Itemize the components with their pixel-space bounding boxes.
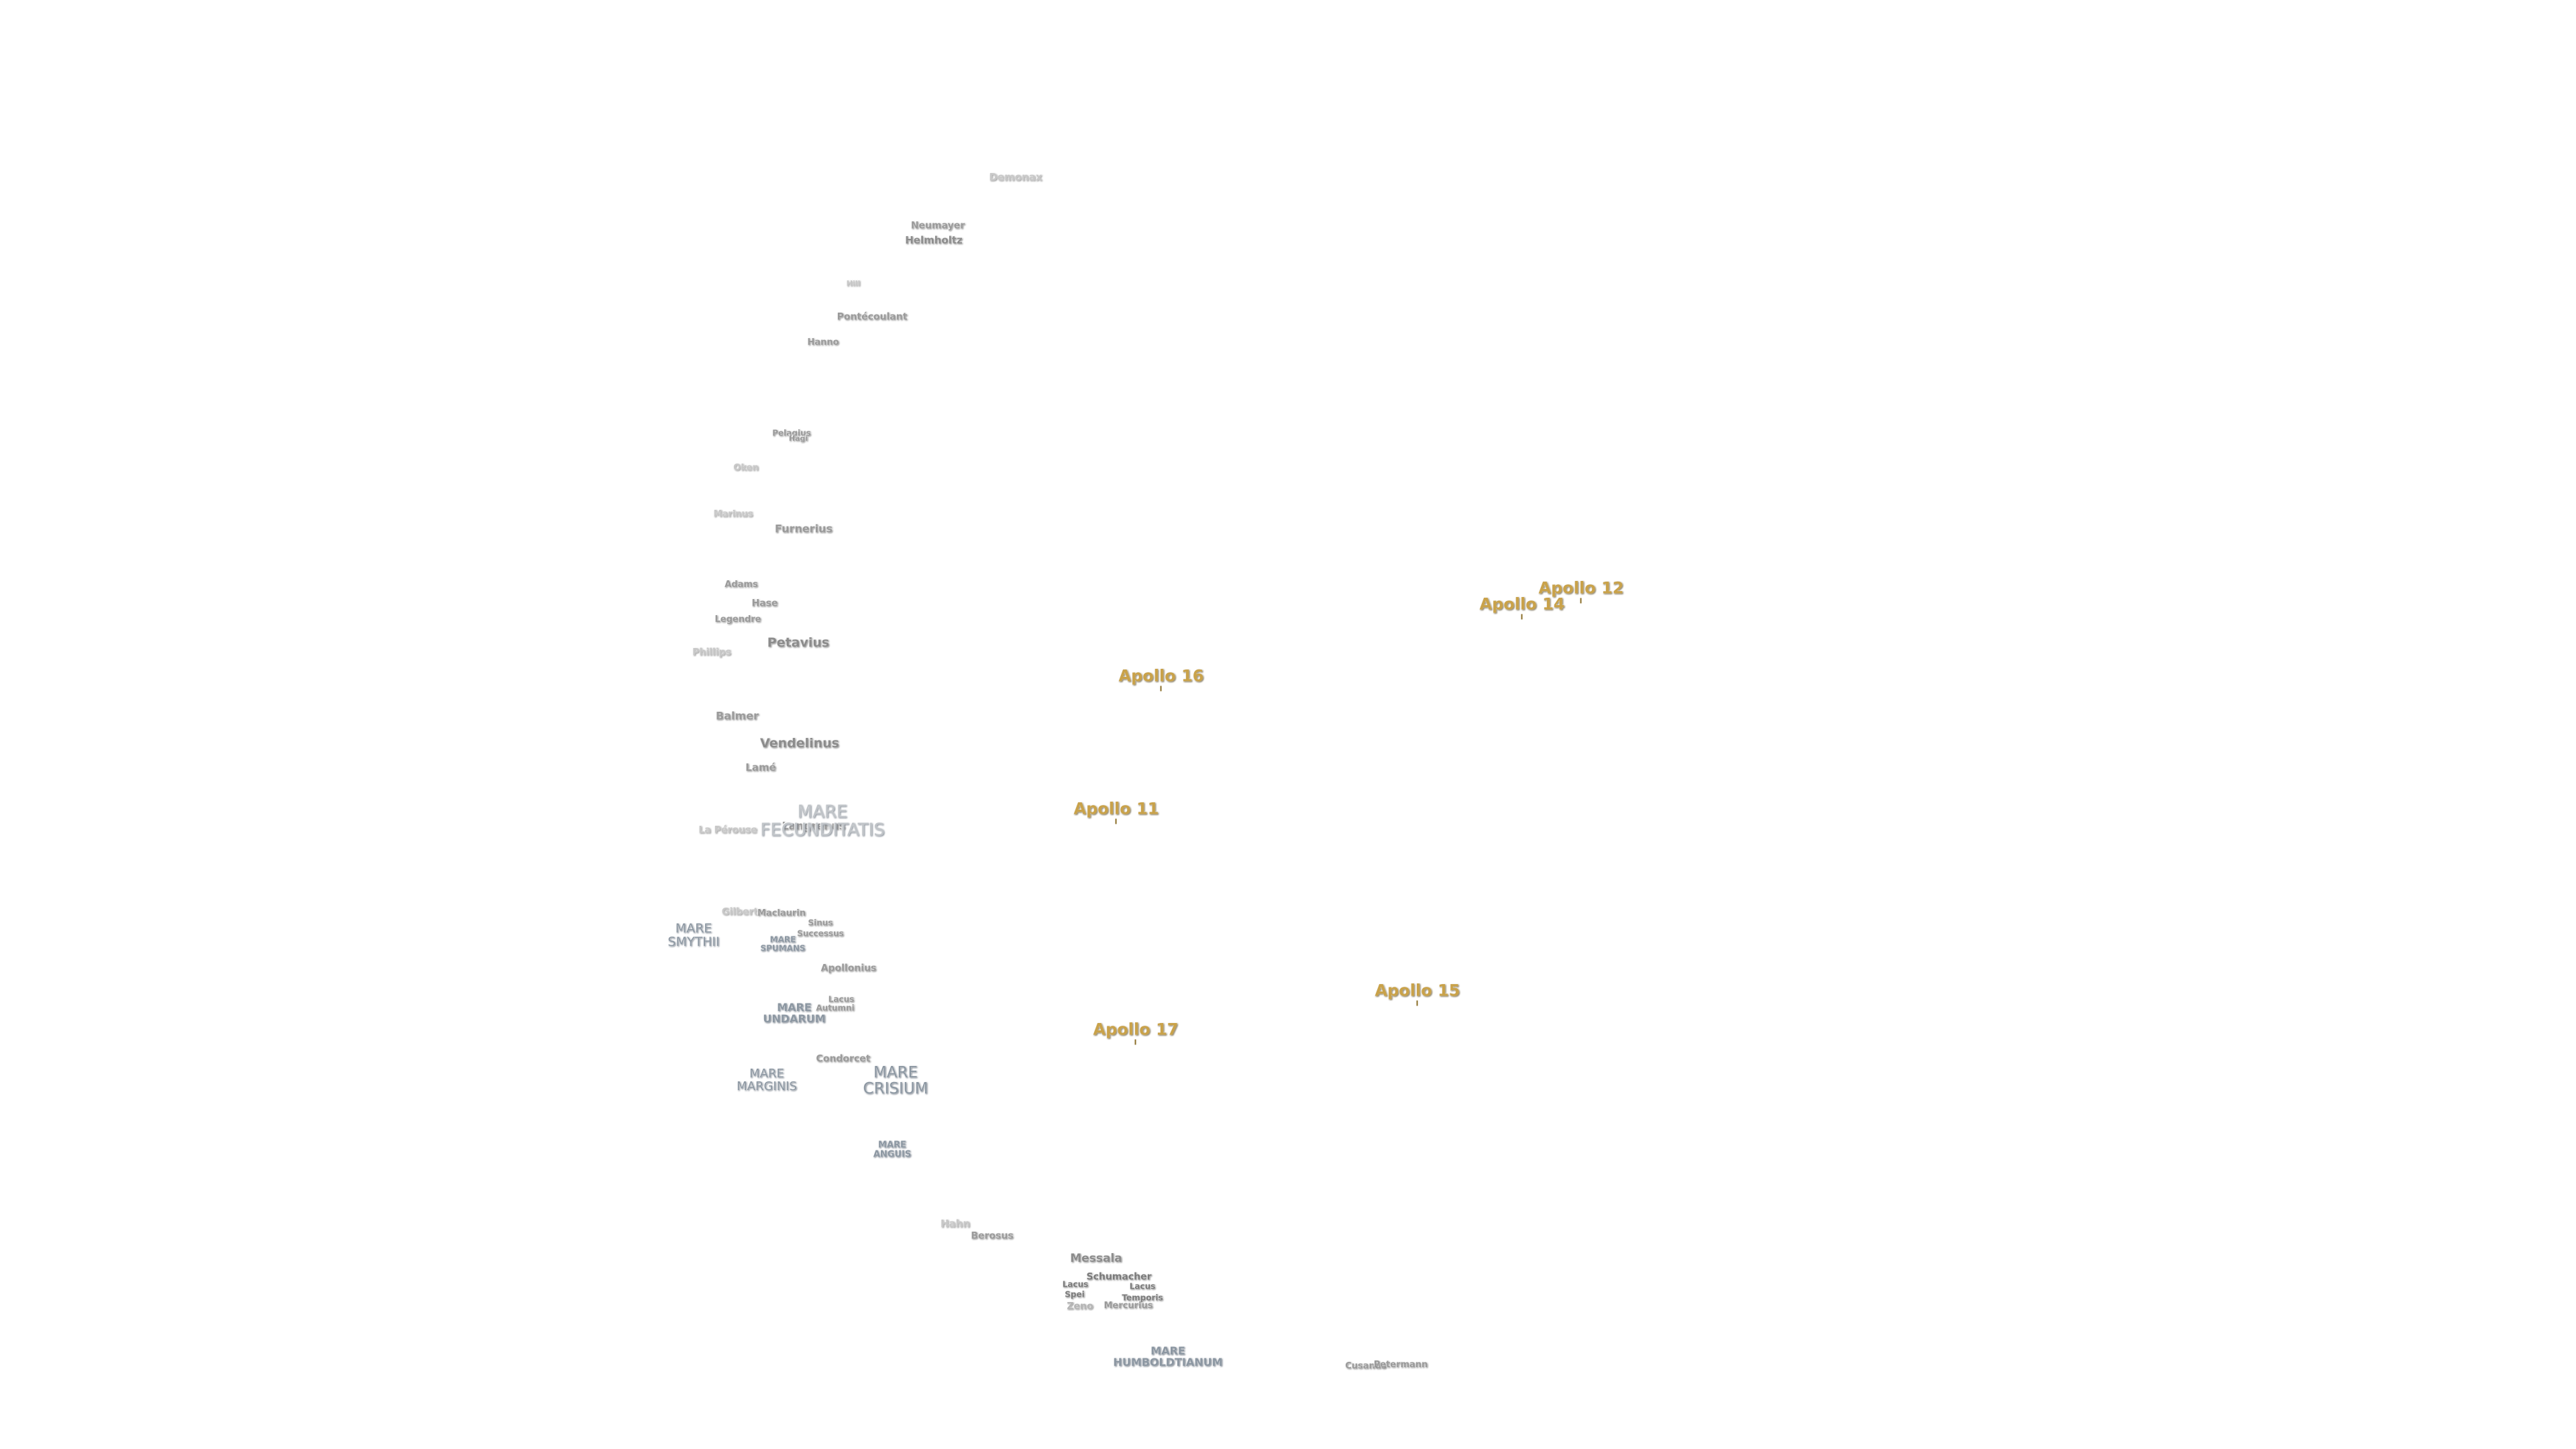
crater-label-langrenus[interactable]: Langrenus <box>782 819 846 833</box>
crater-label-helmholtz[interactable]: Helmholtz <box>905 234 963 247</box>
mare-label-humboldtianum[interactable]: MARE HUMBOLDTIANUM <box>1113 1344 1223 1368</box>
crater-label-pelagius[interactable]: Pelagius <box>772 428 811 438</box>
mare-label-line: SMYTHII <box>667 934 720 949</box>
crater-label-successus[interactable]: Successus <box>797 928 844 938</box>
crater-label-cusanus[interactable]: Cusanus <box>1345 1361 1387 1372</box>
crater-label-adams[interactable]: Adams <box>724 580 758 590</box>
crater-label-schumacher[interactable]: Schumacher <box>1086 1271 1152 1283</box>
apollo-17-label[interactable]: Apollo 17 <box>1093 1020 1179 1045</box>
crater-label-petermann[interactable]: Petermann <box>1373 1360 1428 1371</box>
landing-site-marker-icon <box>1135 1039 1136 1045</box>
crater-label-vendelinus[interactable]: Vendelinus <box>760 736 839 751</box>
mare-label-line: UNDARUM <box>763 1012 826 1025</box>
crater-label-furnerius[interactable]: Furnerius <box>775 522 833 535</box>
mare-label-line: SPUMANS <box>760 943 806 953</box>
crater-label-phillips[interactable]: Phillips <box>692 647 731 658</box>
crater-label-hahn[interactable]: Hahn <box>940 1218 971 1230</box>
mare-label-line: MARE <box>749 1067 784 1081</box>
crater-label-marinus[interactable]: Marinus <box>713 509 753 520</box>
crater-label-lacus-b[interactable]: Autumni <box>816 1003 855 1013</box>
mare-label-undarum[interactable]: MARE UNDARUM <box>763 1002 825 1025</box>
apollo-12-text: Apollo 12 <box>1538 578 1624 598</box>
landing-site-marker-icon <box>1417 1000 1418 1006</box>
crater-label-apollonius[interactable]: Apollonius <box>820 963 877 974</box>
apollo-17-text: Apollo 17 <box>1093 1020 1179 1039</box>
mare-label-line: MARE <box>873 1063 918 1081</box>
crater-label-maclaurin[interactable]: Maclaurin <box>757 908 806 919</box>
crater-label-zeno[interactable]: Zeno <box>1067 1301 1093 1312</box>
apollo-14-label[interactable]: Apollo 14 <box>1479 594 1565 620</box>
crater-label-pontecoulant[interactable]: Pontécoulant <box>837 311 908 323</box>
crater-label-demonax[interactable]: Demonax <box>989 171 1042 184</box>
crater-label-sinus[interactable]: Sinus <box>808 918 833 928</box>
landing-site-marker-icon <box>1580 598 1582 604</box>
crater-label-messala[interactable]: Messala <box>1070 1252 1122 1266</box>
crater-label-lacus-a[interactable]: Lacus <box>828 994 855 1004</box>
crater-label-lacus-c[interactable]: Lacus <box>1062 1279 1089 1289</box>
mare-label-line: MARE <box>797 802 848 822</box>
apollo-15-label[interactable]: Apollo 15 <box>1375 981 1460 1006</box>
landing-site-marker-icon <box>1161 686 1162 692</box>
mare-label-spumans[interactable]: MARE SPUMANS <box>760 935 805 952</box>
apollo-14-text: Apollo 14 <box>1479 594 1565 614</box>
mare-label-smythii[interactable]: MARE SMYTHII <box>667 922 719 949</box>
crater-label-balmer[interactable]: Balmer <box>716 709 759 722</box>
crater-label-lacus-d[interactable]: Lacus <box>1129 1281 1156 1291</box>
mare-label-crisium[interactable]: MARE CRISIUM <box>863 1065 928 1097</box>
apollo-11-text: Apollo 11 <box>1073 799 1159 818</box>
landing-site-marker-icon <box>1116 818 1117 824</box>
crater-label-petavius[interactable]: Petavius <box>767 635 830 651</box>
crater-label-neumayer[interactable]: Neumayer <box>910 220 965 231</box>
mare-label-line: ANGUIS <box>873 1149 912 1159</box>
crater-label-hagi[interactable]: Hagi <box>788 434 808 443</box>
crater-label-spei[interactable]: Spei <box>1065 1289 1085 1299</box>
apollo-16-label[interactable]: Apollo 16 <box>1118 666 1204 692</box>
crater-label-hase[interactable]: Hase <box>751 598 778 609</box>
mare-label-line: FECUNDITATIS <box>760 820 885 841</box>
crater-label-hill[interactable]: Hill <box>846 279 861 288</box>
mare-label-line: MARE <box>777 1001 812 1014</box>
mare-label-line: MARE <box>675 921 712 936</box>
mare-label-line: MARE <box>1150 1344 1185 1358</box>
mare-label-line: MARE <box>878 1140 906 1150</box>
mare-label-anguis[interactable]: MARE ANGUIS <box>873 1140 911 1159</box>
apollo-15-text: Apollo 15 <box>1375 981 1460 1000</box>
landing-site-marker-icon <box>1521 614 1523 620</box>
apollo-12-label[interactable]: Apollo 12 <box>1538 578 1624 604</box>
mare-label-line: MARGINIS <box>737 1079 797 1093</box>
mare-label-fecunditatis[interactable]: MARE FECUNDITATIS <box>760 802 885 841</box>
crater-label-mercurius[interactable]: Mercurius <box>1104 1301 1153 1311</box>
mare-label-line: MARE <box>769 934 796 945</box>
crater-label-hanno[interactable]: Hanno <box>807 337 839 348</box>
crater-label-oken[interactable]: Oken <box>733 463 759 474</box>
crater-label-condorcet[interactable]: Condorcet <box>816 1053 871 1065</box>
crater-label-legendre[interactable]: Legendre <box>714 614 761 625</box>
crater-label-la-perouse[interactable]: La Pérouse <box>698 824 757 836</box>
apollo-11-label[interactable]: Apollo 11 <box>1073 799 1159 824</box>
mare-label-line: HUMBOLDTIANUM <box>1113 1356 1223 1368</box>
crater-label-berosus[interactable]: Berosus <box>971 1230 1014 1242</box>
crater-label-temporis[interactable]: Temporis <box>1122 1293 1163 1303</box>
mare-label-line: CRISIUM <box>863 1080 928 1097</box>
crater-label-lame[interactable]: Lamé <box>745 761 776 774</box>
apollo-16-text: Apollo 16 <box>1118 666 1204 686</box>
mare-label-marginis[interactable]: MARE MARGINIS <box>737 1067 797 1093</box>
crater-label-gilbert[interactable]: Gilbert <box>721 906 759 918</box>
